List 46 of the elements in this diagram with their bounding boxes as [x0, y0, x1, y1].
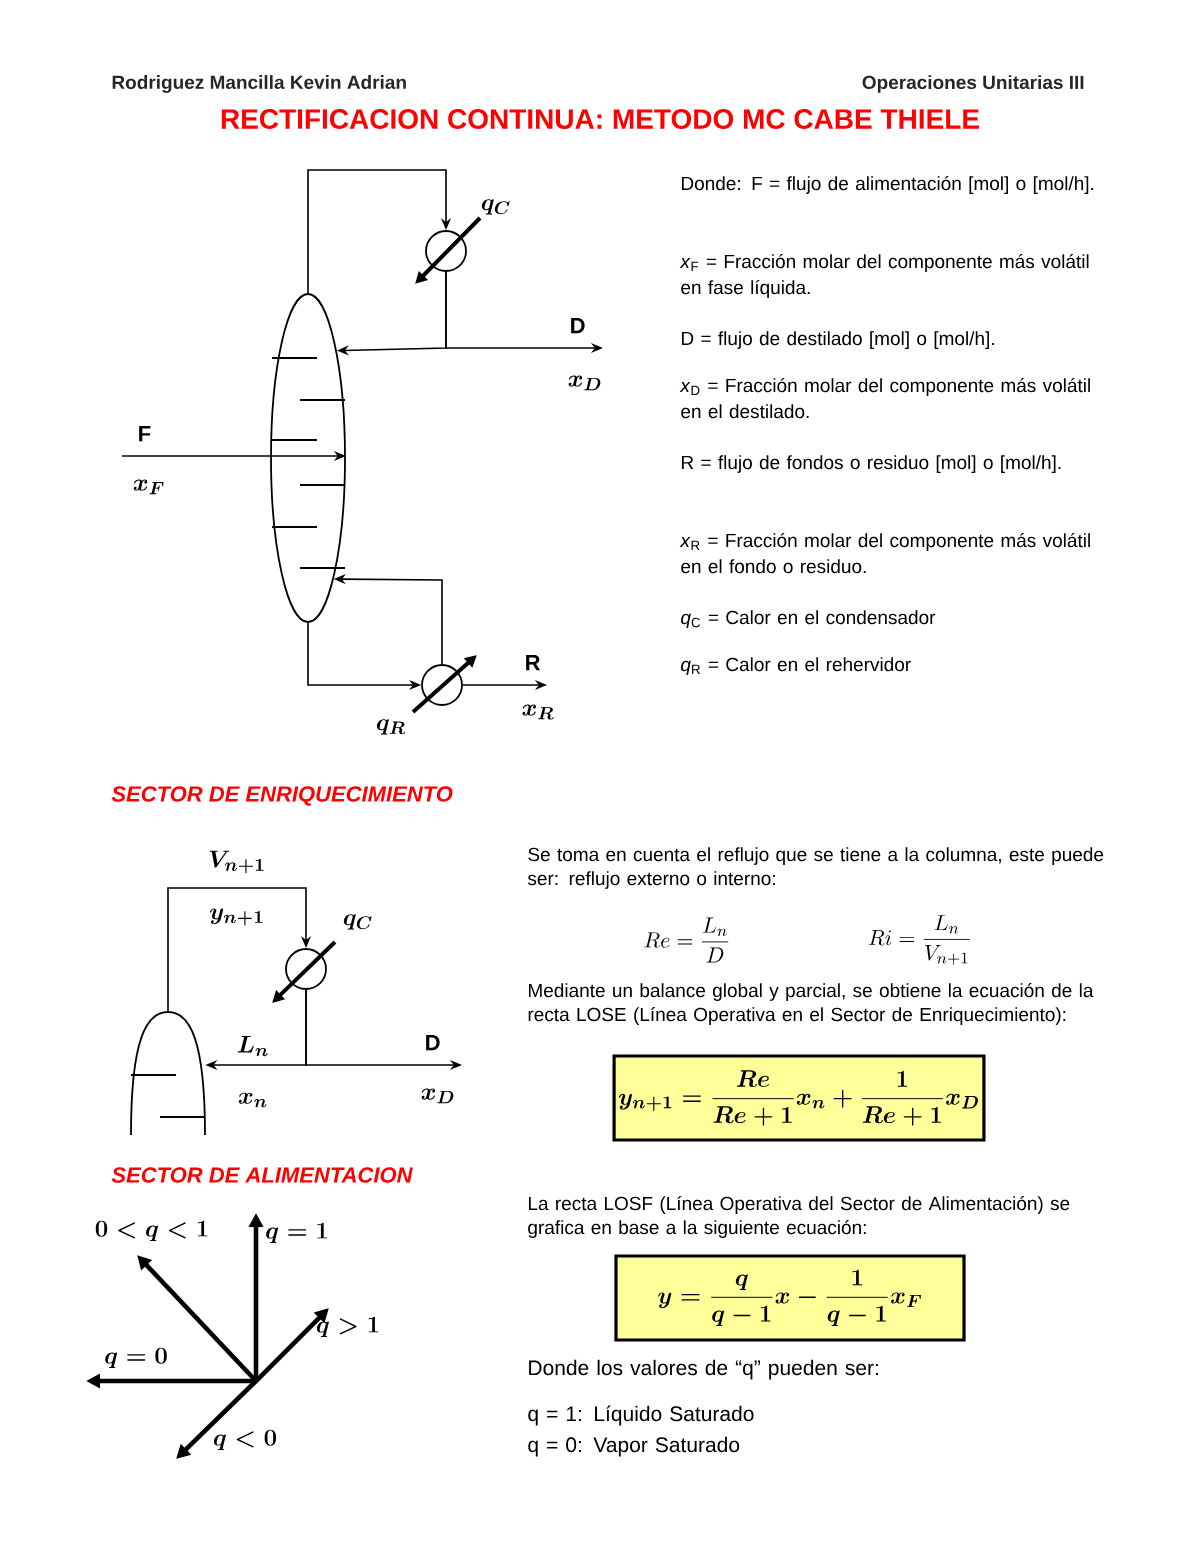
definition-text: x$_{R}$ = Fracción molar del componente más volátil en el fondo o residuo.: [679, 533, 1090, 574]
header-text: Rodriguez Mancilla Kevin Adrian: [112, 75, 406, 93]
section-heading: SECTOR DE ALIMENTACION: [111, 1167, 413, 1183]
paragraph: Mediante un balance global y parcial, se obtiene la ecuación de la recta LOSE (Línea Operativa en el Sector de Enriquecimiento):: [528, 983, 1094, 1025]
condition-label: $q > 1$: [316, 1316, 379, 1338]
definition-text: D = flujo de destilado [mol] o [mol/h].: [681, 331, 994, 349]
distillation-column: [270, 293, 346, 623]
formula: $Re = \dfrac{L_{n}}{D}$: [644, 917, 729, 963]
variable-label: $q_{C}$: [343, 914, 372, 930]
section-heading: SECTOR DE ENRIQUECIMIENTO: [111, 786, 453, 806]
formula-box: $y_{n+1} = \dfrac{Re}{Re+1}x_{n} + \dfrac{1}{Re+1}x_{D}$: [612, 1054, 986, 1142]
list-item: q = 1: Líquido Saturado: [528, 1405, 754, 1426]
stream-label: D: [571, 318, 585, 334]
variable-label: $x_{F}$: [133, 479, 164, 495]
variable-label: $L_{n}$: [237, 1036, 268, 1057]
definition-text: q$_{C}$ = Calor en el condensador: [681, 610, 936, 628]
paragraph: Se toma en cuenta el reflujo que se tiene a la columna, este puede ser: reflujo externo o interno:: [527, 847, 1104, 889]
variable-label: $x_{D}$: [421, 1088, 454, 1104]
list-item: q = 0: Vapor Saturado: [528, 1436, 740, 1457]
condition-label: $q = 1$: [266, 1222, 327, 1244]
variable-label: $V_{n+1}$: [209, 850, 264, 874]
page-title: RECTIFICACION CONTINUA: METODO MC CABE THIELE: [221, 109, 979, 129]
paragraph: La recta LOSF (Línea Operativa del Sector de Alimentación) se grafica en base a la siguiente ecuación:: [528, 1196, 1070, 1238]
stream-label: F: [139, 426, 151, 442]
definition-text: x$_{D}$ = Fracción molar del componente más volátil en el destilado.: [679, 378, 1090, 419]
header-text: Operaciones Unitarias III: [862, 75, 1084, 93]
flow-arrow: [167, 887, 312, 1013]
flow-arrow: [307, 169, 452, 294]
stream-label: R: [526, 655, 541, 671]
stream-label: D: [426, 1035, 440, 1051]
condition-label: $0 < q < 1$: [95, 1220, 208, 1242]
formula-box: $y = \dfrac{q}{q-1}x - \dfrac{1}{q-1}x_{F}$: [614, 1254, 966, 1342]
variable-label: $x_{D}$: [568, 375, 601, 391]
definition-text: q$_{R}$ = Calor en el rehervidor: [681, 657, 911, 675]
definition-text: x$_{F}$ = Fracción molar del componente más volátil en fase líquida.: [679, 254, 1089, 298]
definition-text: Donde: F = flujo de alimentación [mol] o [mol/h].: [681, 176, 1094, 194]
condenser-circle: [285, 948, 327, 990]
condition-label: $q = 0$: [105, 1347, 167, 1369]
reboiler-circle: [421, 664, 463, 706]
formula: $Ri = \dfrac{L_{n}}{V_{n+1}}$: [868, 915, 970, 965]
condition-label: $q < 0$: [213, 1429, 276, 1451]
paragraph: Donde los valores de “q” pueden ser:: [529, 1359, 878, 1380]
variable-label: $q_{R}$: [377, 719, 406, 735]
condenser-circle: [425, 230, 467, 272]
definition-text: R = flujo de fondos o residuo [mol] o [mol/h].: [681, 455, 1061, 473]
distillation-column: [130, 1011, 206, 1136]
